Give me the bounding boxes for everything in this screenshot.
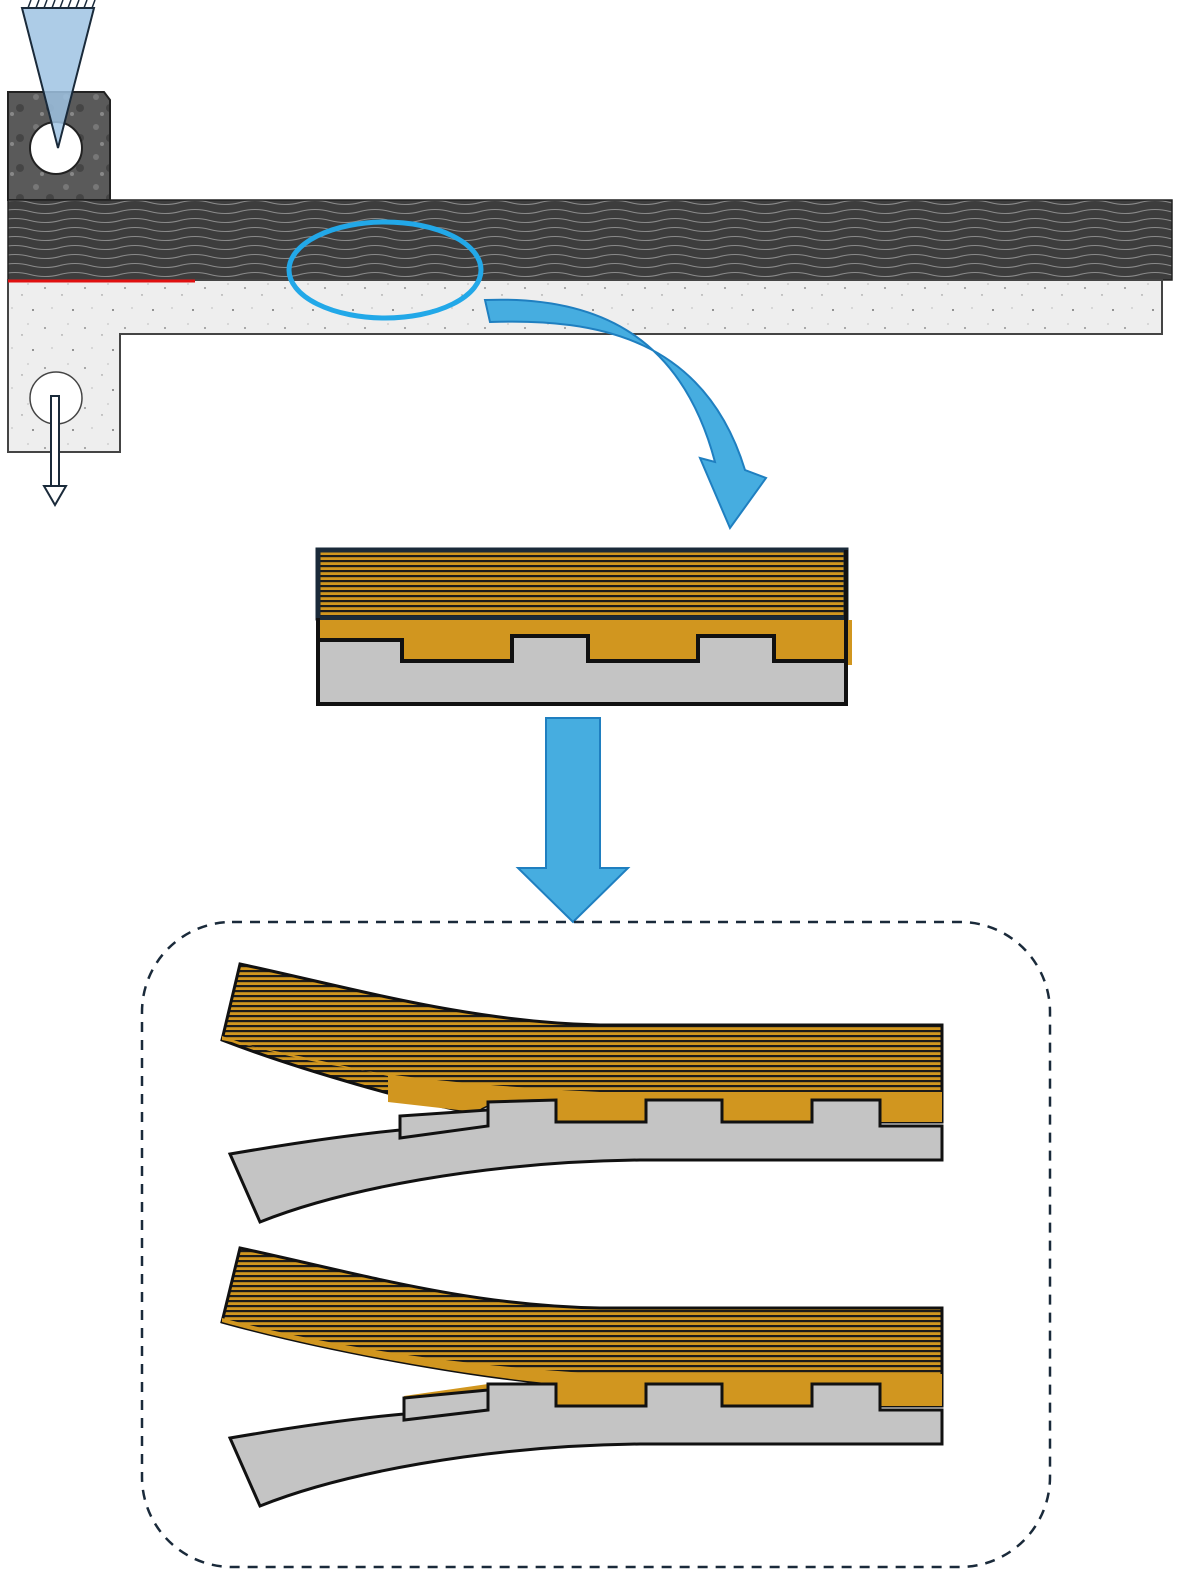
grooved-metal-layer — [316, 634, 848, 706]
mode1-lower-arm — [227, 1098, 944, 1224]
curved-arrow-icon — [483, 298, 768, 531]
failure-modes-frame — [140, 920, 1052, 1569]
metal-adherend — [7, 279, 1163, 453]
mode1-adhesive-band — [222, 1036, 942, 1122]
mode1-lower-small-step — [398, 1110, 490, 1140]
specimen-photo — [7, 0, 1173, 507]
failure-mode-2 — [220, 1246, 944, 1508]
interface-cross-section — [315, 547, 852, 706]
mode2-lower-small-step — [402, 1390, 490, 1422]
load-wedge-icon — [20, 7, 96, 149]
pull-force-arrow-icon — [42, 395, 68, 507]
composite-layer — [315, 547, 849, 621]
mode2-adhesive-band — [222, 1318, 942, 1406]
fixed-support-icon — [24, 0, 96, 9]
failure-mode-1 — [220, 962, 944, 1224]
zoom-ellipse-icon — [286, 219, 484, 321]
down-arrow-icon — [515, 717, 631, 924]
mode2-lower-arm — [227, 1382, 944, 1508]
composite-adherend — [7, 199, 1173, 281]
